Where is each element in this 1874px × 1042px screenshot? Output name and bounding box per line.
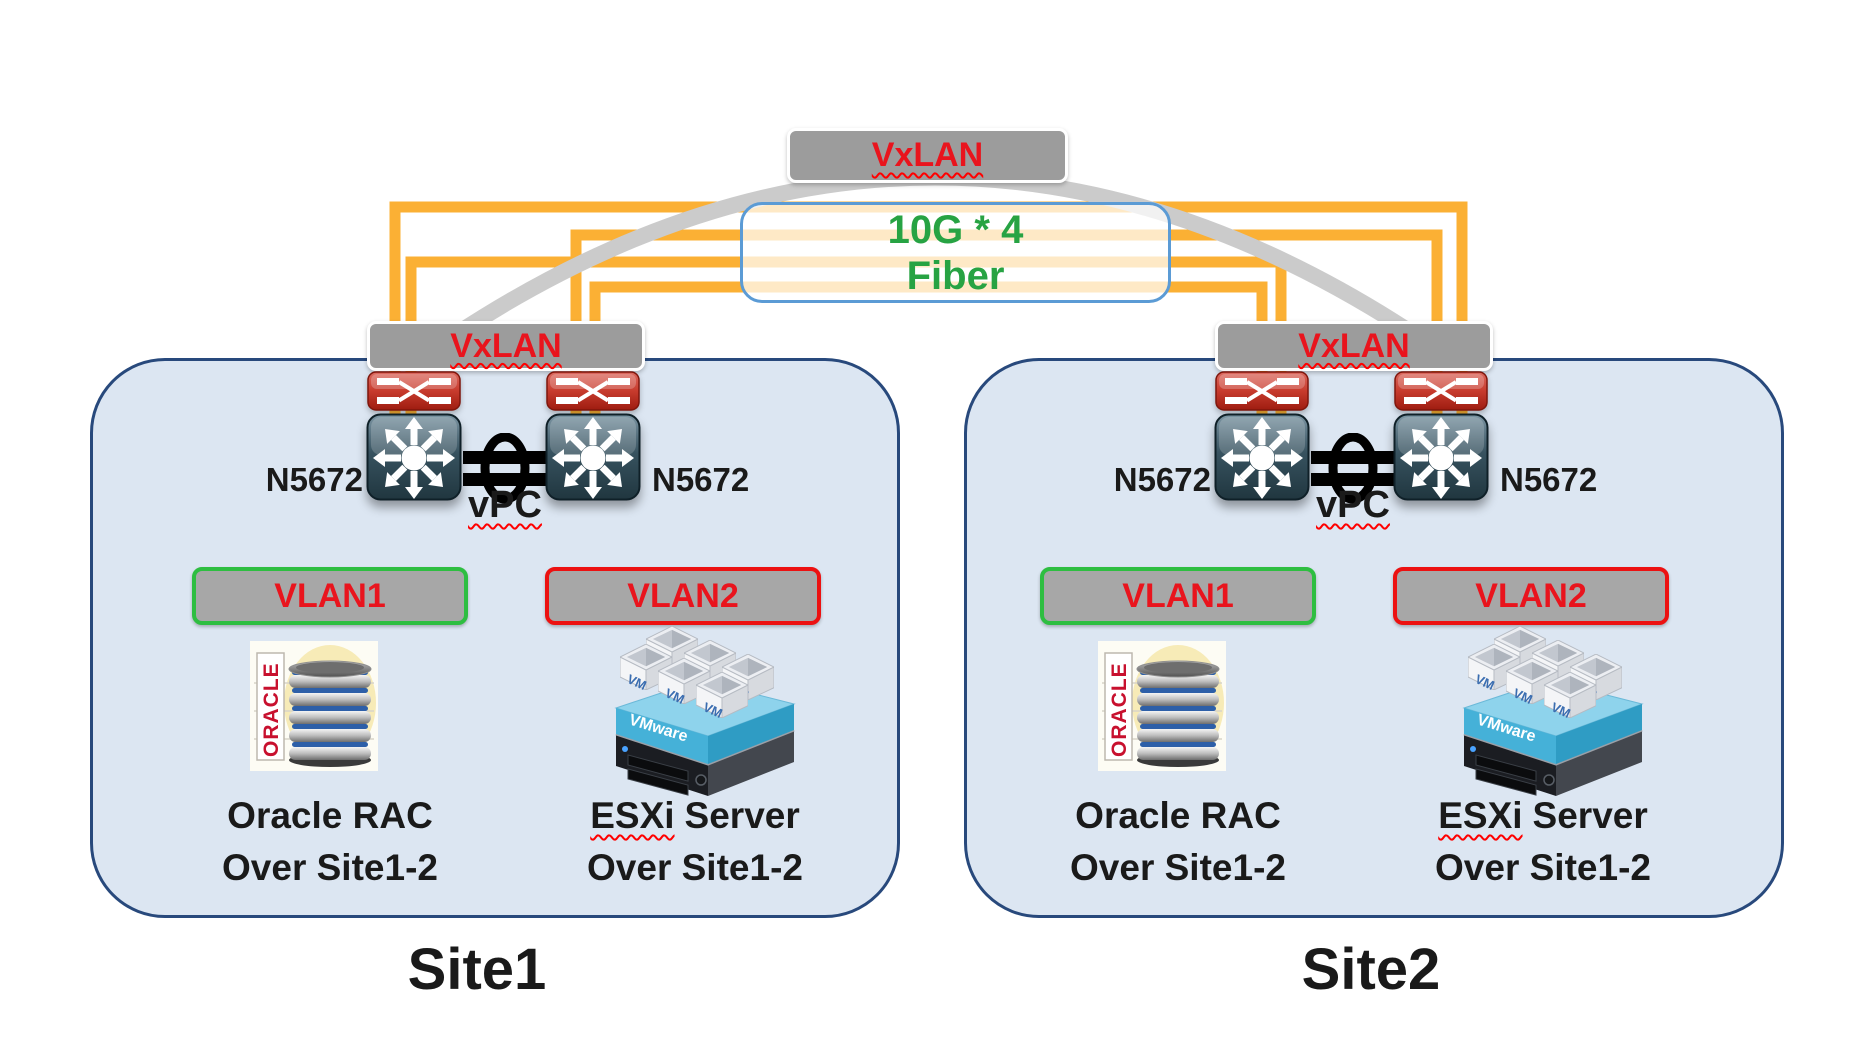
switch-label: N5672: [1500, 461, 1598, 498]
vlan1-box: VLAN1: [192, 567, 468, 625]
vxlan-wan-label: VxLAN: [787, 128, 1068, 183]
site2-title: Site2: [1301, 937, 1441, 1002]
vtep-icon: [1215, 371, 1309, 411]
fiber-link-label-box: 10G * 4 Fiber: [740, 202, 1171, 303]
vlan2-box: VLAN2: [545, 567, 821, 625]
vpc-label: vPC: [468, 484, 542, 526]
esxi-server-icon: [598, 624, 808, 799]
vpc-peer-link: [463, 433, 547, 504]
switch-label: N5672: [1113, 461, 1211, 498]
oracle-rac-icon: [1098, 641, 1226, 771]
vlan1-box: VLAN1: [1040, 567, 1316, 625]
switch-label: N5672: [652, 461, 750, 498]
site1-title: Site1: [407, 937, 547, 1002]
site2-vxlan-label: VxLAN: [1215, 321, 1493, 371]
vtep-icon: [1394, 371, 1488, 411]
vlan2-box: VLAN2: [1393, 567, 1669, 625]
vpc-peer-link: [1311, 433, 1395, 504]
vtep-icon: [546, 371, 640, 411]
oracle-rac-icon: [250, 641, 378, 771]
site2-items: VxLAN N5672 N5672 vPC VLAN1 VLAN2 Oracle…: [848, 0, 1874, 1042]
esxi-server-icon: [1446, 624, 1656, 799]
site1-vxlan-label: VxLAN: [367, 321, 645, 371]
fiber-speed-label: 10G * 4: [887, 207, 1024, 252]
oracle-caption: Oracle RAC Over Site1-2: [1070, 795, 1286, 888]
fiber-media-label: Fiber: [906, 253, 1005, 298]
vpc-label: vPC: [1316, 484, 1390, 526]
vtep-icon: [367, 371, 461, 411]
oracle-caption: Oracle RAC Over Site1-2: [222, 795, 438, 888]
switch-label: N5672: [265, 461, 363, 498]
